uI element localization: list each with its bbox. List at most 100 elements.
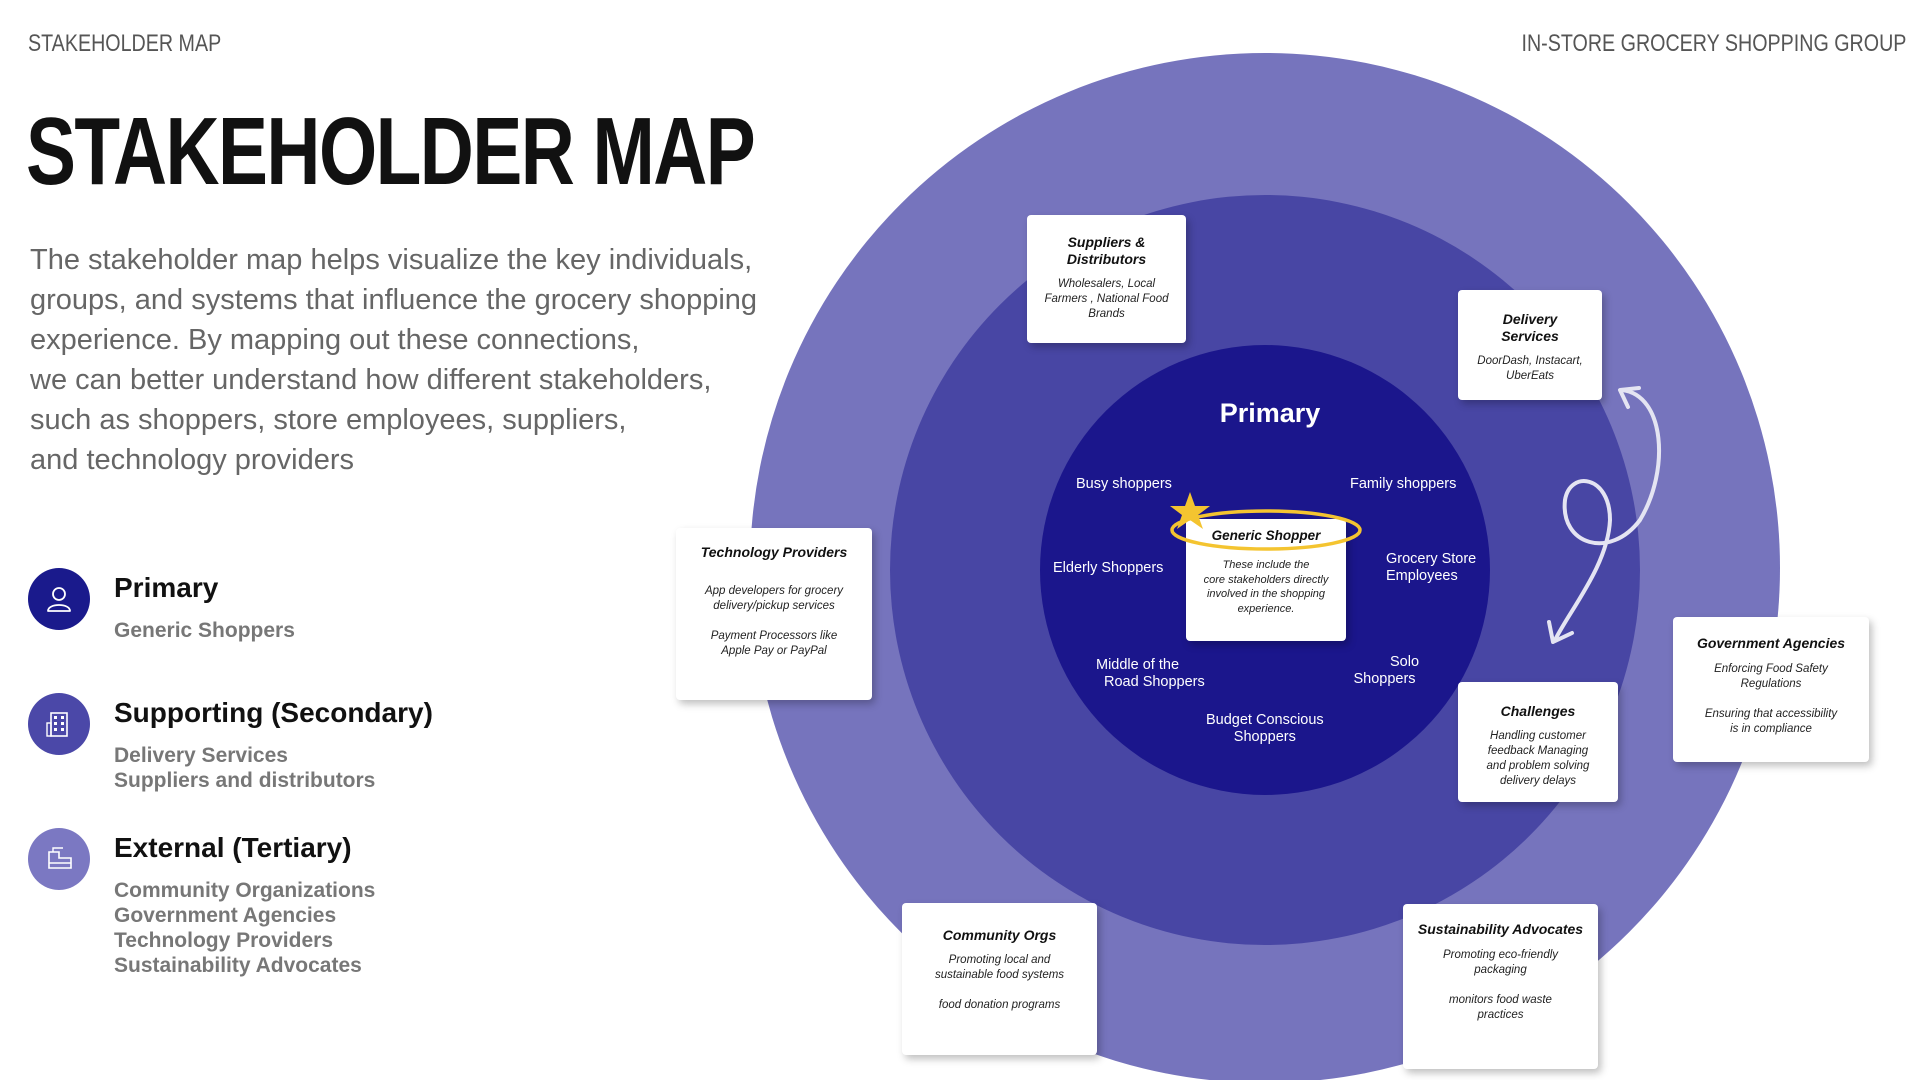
card-line: delivery delays: [1499, 775, 1577, 787]
description-line: we can better understand how different s…: [30, 364, 712, 396]
legend-entry: Delivery Services: [114, 744, 288, 767]
card-title-line: Distributors: [1066, 251, 1147, 267]
star-icon: [1170, 492, 1210, 529]
legend-entry: Generic Shoppers: [114, 619, 295, 642]
network-icon: [28, 828, 90, 890]
legend-title: Primary: [114, 572, 219, 603]
label-line: Shoppers: [1233, 729, 1296, 745]
card-line: Regulations: [1740, 678, 1802, 690]
arrow-head-bottom: [1547, 620, 1574, 644]
card-line: delivery/pickup services: [713, 600, 835, 612]
card-technology-providers: Technology Providers App developers for …: [676, 528, 872, 700]
card-title-line: Services: [1501, 328, 1559, 344]
label-budget-conscious-shoppers: Budget Conscious Shoppers: [1206, 712, 1324, 746]
card-line: monitors food waste: [1449, 994, 1552, 1006]
card-line: Farmers , National Food: [1044, 293, 1169, 305]
card-line: These include the: [1222, 559, 1310, 571]
card-line: Promoting local and: [948, 954, 1051, 966]
label-line: Grocery Store: [1386, 551, 1477, 567]
label-solo-shoppers: Solo Shoppers: [1350, 654, 1419, 688]
legend-entry: Technology Providers: [114, 929, 333, 952]
card-body: App developers for grocery delivery/pick…: [684, 584, 864, 659]
card-title: Suppliers & Distributors: [1035, 234, 1178, 268]
card-title: Community Orgs: [942, 927, 1057, 943]
card-line: food donation programs: [938, 999, 1061, 1011]
legend-entry: Community Organizations: [114, 879, 376, 902]
legend-items: Delivery Services Suppliers and distribu…: [114, 743, 375, 793]
card-title: Technology Providers: [700, 544, 848, 560]
legend-items: Generic Shoppers: [114, 618, 295, 643]
description-line: groups, and systems that influence the g…: [30, 284, 758, 316]
label-line: Road Shoppers: [1104, 674, 1205, 690]
card-line: Apple Pay or PayPal: [721, 645, 827, 657]
legend-items: Community Organizations Government Agenc…: [114, 878, 375, 978]
legend-entry: Sustainability Advocates: [114, 954, 362, 977]
label-elderly-shoppers: Elderly Shoppers: [1053, 560, 1164, 576]
card-suppliers-distributors: Suppliers & Distributors Wholesalers, Lo…: [1027, 215, 1186, 343]
card-line: Payment Processors like: [710, 630, 838, 642]
card-body: These include the core stakeholders dire…: [1194, 558, 1338, 616]
highlight-ellipse: [1170, 492, 1362, 551]
description: The stakeholder map helps visualize the …: [30, 240, 790, 480]
label-line: Middle of the: [1096, 657, 1180, 673]
legend-title: Supporting (Secondary): [114, 697, 433, 728]
card-line: is in compliance: [1730, 723, 1812, 735]
arrow-head-top: [1618, 386, 1641, 409]
card-title-line: Delivery: [1502, 311, 1558, 327]
label-middle-road-shoppers: Middle of the Road Shoppers: [1096, 657, 1205, 691]
legend-entry: Suppliers and distributors: [114, 769, 376, 792]
card-line: Wholesalers, Local: [1057, 278, 1156, 290]
label-busy-shoppers: Busy shoppers: [1076, 476, 1172, 492]
card-title: Generic Shopper: [1211, 528, 1321, 543]
card-title: Sustainability Advocates: [1417, 921, 1584, 937]
card-line: DoorDash, Instacart,: [1477, 355, 1583, 367]
card-line: Ensuring that accessibility: [1704, 708, 1838, 720]
description-line: experience. By mapping out these connect…: [30, 324, 640, 356]
label-grocery-store-employees: Grocery Store Employees: [1386, 551, 1476, 585]
card-line: involved in the shopping: [1206, 588, 1326, 600]
card-line: Enforcing Food Safety: [1714, 663, 1828, 675]
card-body: DoorDash, Instacart, UberEats: [1466, 354, 1594, 384]
description-line: The stakeholder map helps visualize the …: [30, 244, 753, 276]
card-delivery-services: Delivery Services DoorDash, Instacart, U…: [1458, 290, 1602, 400]
label-line: Budget Conscious: [1206, 712, 1324, 728]
card-line: feedback Managing: [1487, 745, 1589, 757]
legend-entry: Government Agencies: [114, 904, 337, 927]
label-family-shoppers: Family shoppers: [1350, 476, 1457, 492]
legend-title: External (Tertiary): [114, 832, 352, 863]
card-line: Brands: [1088, 308, 1125, 320]
label-line: Solo: [1390, 654, 1420, 670]
card-line: packaging: [1474, 964, 1527, 976]
card-body: Enforcing Food Safety Regulations Ensuri…: [1681, 662, 1861, 737]
card-body: Handling customer feedback Managing and …: [1466, 729, 1610, 789]
card-government-agencies: Government Agencies Enforcing Food Safet…: [1673, 617, 1869, 762]
curved-arrow-icon: [1553, 388, 1662, 642]
header-right-label: IN-STORE GROCERY SHOPPING GROUP: [1521, 30, 1906, 57]
card-title: Government Agencies: [1696, 635, 1846, 651]
card-challenges: Challenges Handling customer feedback Ma…: [1458, 682, 1618, 802]
building-icon: [28, 693, 90, 755]
label-line: Employees: [1386, 568, 1458, 584]
card-line: App developers for grocery: [704, 585, 844, 597]
description-line: and technology providers: [30, 444, 355, 476]
card-line: core stakeholders directly: [1203, 573, 1329, 586]
card-line: and problem solving: [1486, 760, 1590, 772]
card-line: Handling customer: [1490, 730, 1586, 742]
card-body: Promoting eco-friendly packaging monitor…: [1411, 948, 1590, 1023]
card-title: Delivery Services: [1466, 311, 1594, 345]
description-line: such as shoppers, store employees, suppl…: [30, 404, 627, 436]
card-title: Challenges: [1500, 703, 1576, 719]
primary-heading: Primary: [1219, 398, 1321, 428]
card-body: Promoting local and sustainable food sys…: [910, 953, 1089, 1013]
card-line: UberEats: [1506, 370, 1554, 382]
card-line: sustainable food systems: [934, 969, 1065, 981]
card-title-line: Suppliers &: [1067, 234, 1146, 250]
card-line: Promoting eco-friendly: [1442, 949, 1559, 961]
card-generic-shopper: Generic Shopper These include the core s…: [1186, 519, 1346, 641]
header-left-label: STAKEHOLDER MAP: [28, 30, 222, 57]
card-sustainability-advocates: Sustainability Advocates Promoting eco-f…: [1403, 904, 1598, 1069]
label-line: Shoppers: [1353, 671, 1416, 687]
card-body: Wholesalers, Local Farmers , National Fo…: [1035, 277, 1178, 322]
page-title: STAKEHOLDER MAP: [26, 98, 756, 205]
person-icon: [28, 568, 90, 630]
